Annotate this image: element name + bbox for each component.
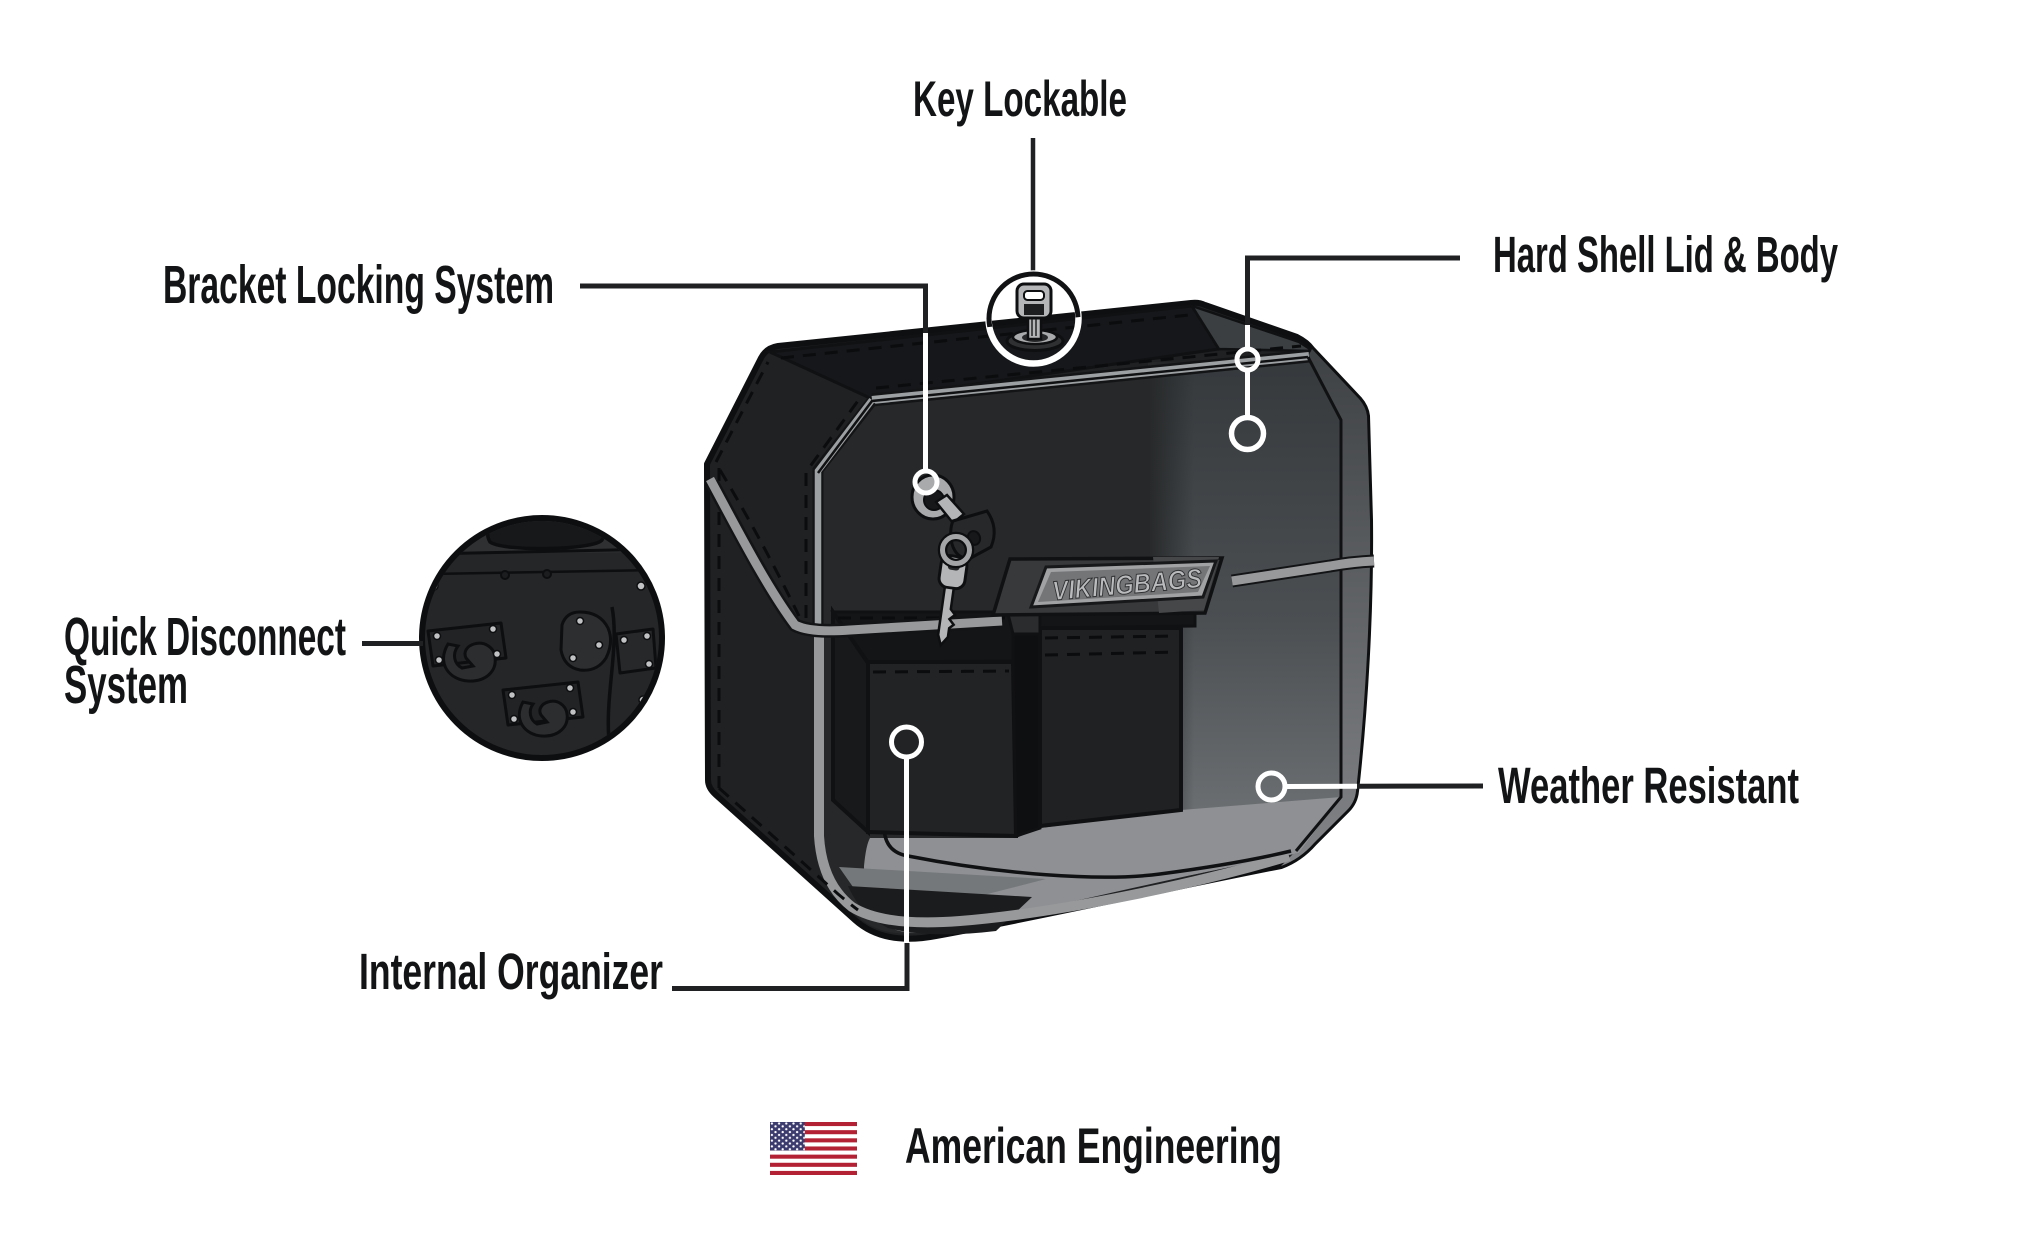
svg-text:Bracket Locking System: Bracket Locking System: [163, 255, 554, 315]
svg-text:Hard Shell Lid & Body: Hard Shell Lid & Body: [1493, 226, 1838, 283]
svg-text:Internal Organizer: Internal Organizer: [359, 943, 663, 1000]
svg-text:American Engineering: American Engineering: [905, 1118, 1282, 1174]
svg-text:System: System: [64, 655, 188, 715]
svg-text:Weather Resistant: Weather Resistant: [1498, 757, 1799, 814]
svg-text:Key Lockable: Key Lockable: [913, 71, 1127, 127]
svg-text:Quick Disconnect: Quick Disconnect: [64, 607, 346, 667]
